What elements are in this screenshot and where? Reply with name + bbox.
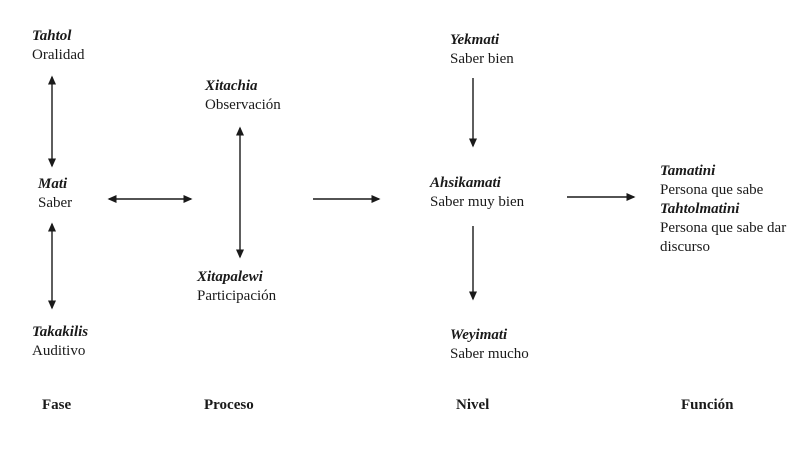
node-weyimati: Weyimati Saber mucho: [450, 326, 529, 364]
node-xitapalewi: Xitapalewi Participación: [197, 268, 276, 306]
term-yekmati: Yekmati: [450, 32, 500, 48]
node-yekmati: Yekmati Saber bien: [450, 31, 514, 69]
translation-saber-mucho: Saber mucho: [450, 346, 529, 362]
column-label-proceso: Proceso: [204, 397, 254, 413]
term-takakilis: Takakilis: [32, 324, 89, 340]
term-tamatini: Tamatini: [660, 163, 716, 179]
node-takakilis: Takakilis Auditivo: [32, 323, 88, 361]
term-ahsikamati: Ahsikamati: [430, 175, 501, 191]
term-weyimati: Weyimati: [450, 327, 508, 343]
translation-persona-que-sabe-dar-discurso: Persona que sabe dar discurso: [660, 220, 787, 255]
translation-saber-muy-bien: Saber muy bien: [430, 194, 525, 210]
translation-auditivo: Auditivo: [32, 343, 86, 359]
column-label-fase: Fase: [42, 397, 72, 413]
column-label-nivel: Nivel: [456, 397, 490, 413]
term-xitachia: Xitachia: [205, 78, 258, 94]
translation-observacion: Observación: [205, 97, 281, 113]
term-tahtolmatini: Tahtolmatini: [660, 201, 740, 217]
node-mati: Mati Saber: [38, 175, 72, 213]
term-mati: Mati: [38, 176, 68, 192]
column-label-funcion: Función: [681, 397, 734, 413]
node-tamatini-tahtolmatini: Tamatini Persona que sabe Tahtolmatini P…: [660, 162, 788, 257]
translation-saber: Saber: [38, 195, 73, 211]
node-tahtol: Tahtol Oralidad: [32, 27, 84, 65]
term-tahtol: Tahtol: [32, 28, 72, 44]
translation-persona-que-sabe: Persona que sabe: [660, 182, 764, 198]
term-xitapalewi: Xitapalewi: [197, 269, 263, 285]
node-ahsikamati: Ahsikamati Saber muy bien: [430, 174, 524, 212]
translation-participacion: Participación: [197, 288, 277, 304]
node-xitachia: Xitachia Observación: [205, 77, 281, 115]
translation-saber-bien: Saber bien: [450, 51, 514, 67]
translation-oralidad: Oralidad: [32, 47, 85, 63]
